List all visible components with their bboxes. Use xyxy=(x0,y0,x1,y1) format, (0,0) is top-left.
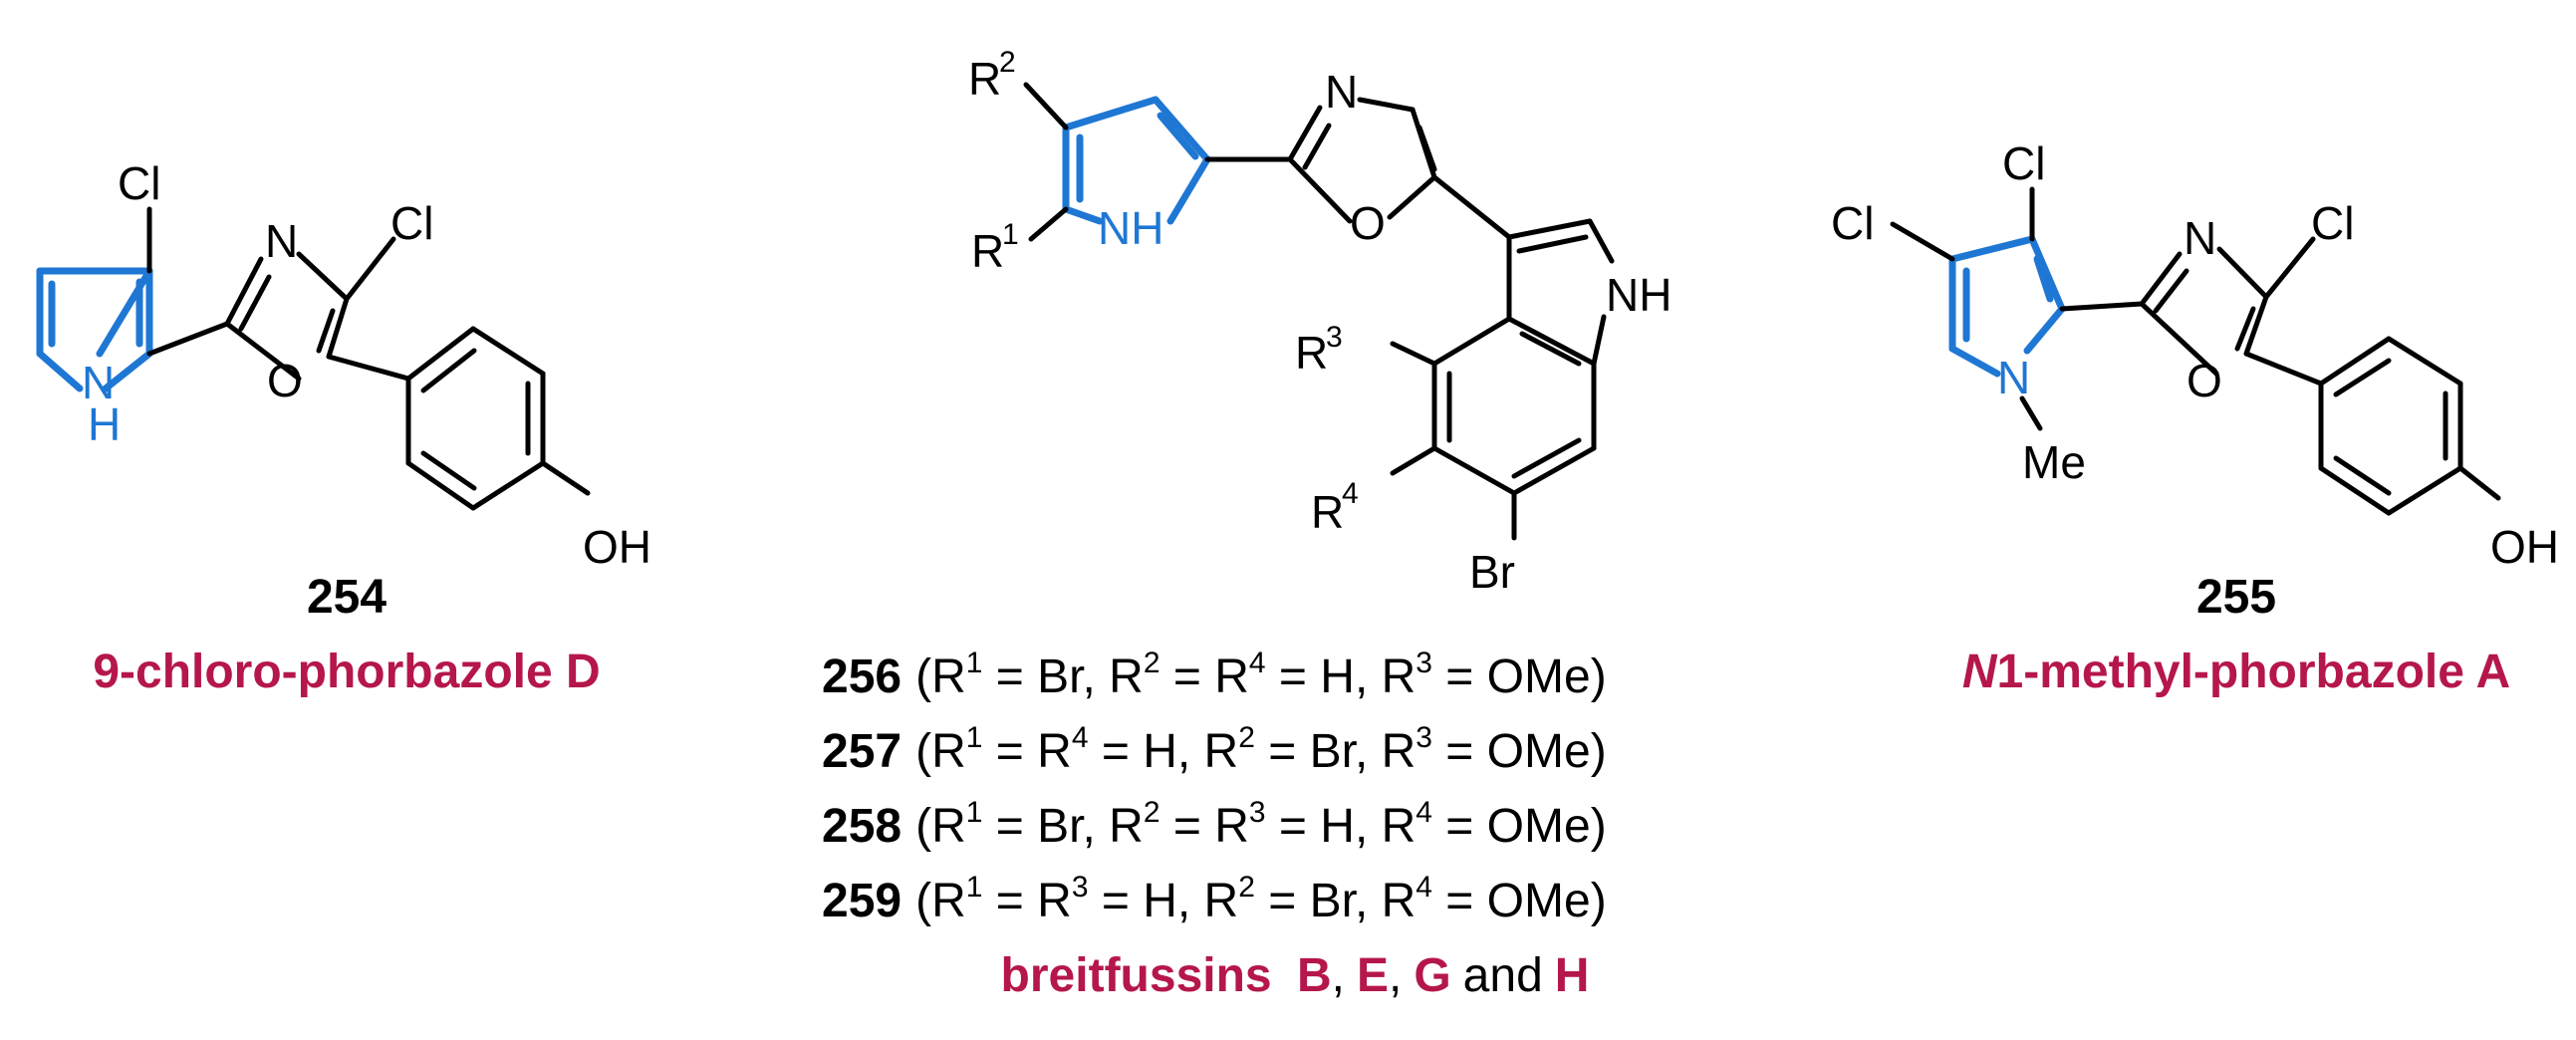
bond-c-oh-254 xyxy=(540,460,591,496)
variant-258: 258(R1 = Br, R2 = R3 = H, R4 = OMe) xyxy=(822,796,1607,853)
oxazole-ring-255 xyxy=(2139,246,2269,377)
atom-h-pyrrole-254: H xyxy=(88,398,121,450)
variant-257: 257(R1 = R4 = H, R2 = Br, R3 = OMe) xyxy=(822,721,1607,778)
atom-r1: R xyxy=(971,225,1004,277)
atom-r1-index: 1 xyxy=(1002,218,1019,251)
phenol-ring-254 xyxy=(405,326,546,511)
bond-link-phenyl-254 xyxy=(326,354,411,382)
structure-255: Cl Cl N Me N O Cl xyxy=(1831,137,2559,698)
pyrrole-ring-breitfussin xyxy=(1062,96,1211,225)
atom-nh-pyrrole: NH xyxy=(1098,202,1163,254)
atom-n-oxazole-breitfussin: N xyxy=(1325,66,1358,118)
atom-n-pyrrole-254: N xyxy=(82,357,115,408)
atom-nh-indole: NH xyxy=(1606,269,1672,321)
variant-list: 256(R1 = Br, R2 = R4 = H, R3 = OMe) 257(… xyxy=(822,647,1607,927)
bond-c-r4 xyxy=(1390,445,1437,476)
atom-cl-pyrrole-254: Cl xyxy=(118,157,160,209)
variant-259: 259(R1 = R3 = H, R2 = Br, R4 = OMe) xyxy=(822,871,1607,927)
variant-id: 259 xyxy=(822,875,902,927)
bond-c-r3 xyxy=(1390,341,1437,367)
bond-c-oh-255 xyxy=(2457,465,2501,501)
variant-id: 258 xyxy=(822,800,902,853)
oxazole-ring-breitfussin xyxy=(1287,97,1437,224)
bond-c-cl-oxazole-254 xyxy=(344,236,396,302)
bond-link-255 xyxy=(2059,301,2145,312)
bond-link-254 xyxy=(146,321,230,357)
structure-breitfussin: R 2 R 1 NH N O xyxy=(822,46,1672,1002)
atom-cl-top-255: Cl xyxy=(2002,137,2045,189)
atom-o-oxazole-breitfussin: O xyxy=(1350,197,1386,249)
bond-c-cl-oxazole-255 xyxy=(2263,236,2316,300)
atom-cl-left-255: Cl xyxy=(1831,197,1874,249)
bond-c-cl-left-255 xyxy=(1890,221,1955,262)
atom-me-255: Me xyxy=(2022,436,2086,488)
atom-cl-oxazole-254: Cl xyxy=(390,197,433,249)
compound-id-254: 254 xyxy=(307,571,386,624)
bond-link-phenyl-255 xyxy=(2243,351,2324,387)
atom-o-oxazole-254: O xyxy=(267,355,303,406)
variant-id: 257 xyxy=(822,725,902,778)
bond-c-r2 xyxy=(1023,82,1069,130)
atom-n-pyrrole-255: N xyxy=(1997,352,2030,403)
structure-254: Cl N H N O Cl xyxy=(36,157,651,698)
variant-id: 256 xyxy=(822,650,902,703)
atom-r3-index: 3 xyxy=(1326,321,1343,354)
atom-cl-oxazole-255: Cl xyxy=(2311,197,2354,249)
atom-r3: R xyxy=(1295,327,1328,379)
oxazole-ring-254 xyxy=(224,251,350,382)
atom-br: Br xyxy=(1469,546,1515,598)
atom-r4: R xyxy=(1311,486,1344,538)
atom-oh-255: OH xyxy=(2490,521,2559,573)
atom-n-oxazole-255: N xyxy=(2184,212,2216,264)
pyrrole-ring-254 xyxy=(36,267,153,392)
atom-r2-index: 2 xyxy=(999,46,1016,79)
atom-n-oxazole-254: N xyxy=(265,215,298,267)
atom-r4-index: 4 xyxy=(1342,477,1359,510)
compound-name-255: N1-methyl-phorbazole A xyxy=(1962,646,2510,698)
bond-link-indole xyxy=(1431,174,1512,240)
bond-c-r1 xyxy=(1028,206,1069,242)
atom-o-oxazole-255: O xyxy=(2187,355,2222,406)
phenol-ring-255 xyxy=(2318,336,2463,516)
atom-oh-254: OH xyxy=(583,521,651,573)
compound-id-255: 255 xyxy=(2196,571,2276,624)
indole-ring xyxy=(1431,218,1615,496)
variant-256: 256(R1 = Br, R2 = R4 = H, R3 = OMe) xyxy=(822,647,1607,703)
pyrrole-ring-255 xyxy=(1948,235,2066,378)
bond-n-me-255 xyxy=(2019,395,2043,431)
atom-r2: R xyxy=(968,53,1001,105)
compound-name-254: 9-chloro-phorbazole D xyxy=(93,646,600,698)
